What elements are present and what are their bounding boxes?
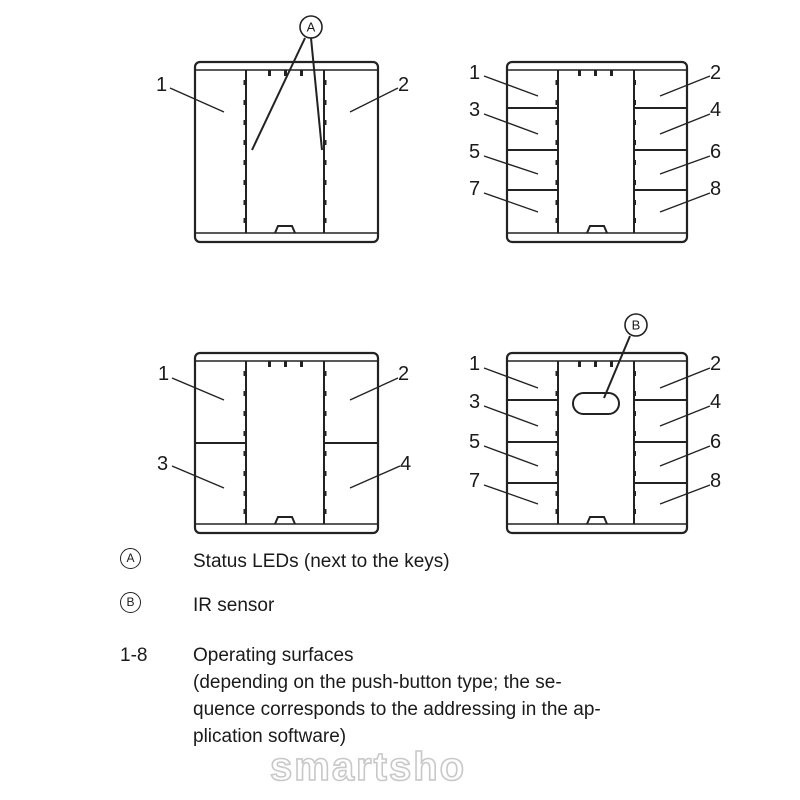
surface-label: 6 — [710, 431, 721, 453]
surface-label: 1 — [158, 363, 169, 385]
legend: A Status LEDs (next to the keys) B IR se… — [0, 540, 800, 760]
push-button-diagram: A 1 2 1 2 — [156, 15, 721, 535]
surface-label: 3 — [157, 453, 168, 475]
surface-label: 7 — [469, 470, 480, 492]
panel-3: 1 2 3 4 — [157, 351, 411, 535]
surface-label: 2 — [398, 74, 409, 96]
surface-label: 8 — [710, 470, 721, 492]
surface-label: 2 — [710, 62, 721, 84]
surface-label: 1 — [469, 353, 480, 375]
surface-label: 4 — [710, 99, 721, 121]
panel-1: A 1 2 — [156, 15, 409, 244]
status-led-column-right — [323, 80, 327, 223]
surface-label: 1 — [156, 74, 167, 96]
status-led-column-left — [243, 371, 247, 514]
watermark-logo: smartsho — [269, 744, 467, 790]
legend-surfaces-title: Operating surfaces — [193, 645, 354, 666]
surface-label: 3 — [469, 99, 480, 121]
callout-a: A — [251, 15, 323, 151]
legend-note-line-1: (depending on the push-button type; the … — [193, 672, 562, 693]
surface-label: 6 — [710, 141, 721, 163]
legend-key-a: A — [120, 548, 141, 569]
panel-2: 1 2 3 4 5 6 7 8 — [469, 60, 721, 244]
status-led-column-right — [323, 371, 327, 514]
legend-text-b: IR sensor — [193, 595, 275, 616]
mounting-clip — [274, 516, 296, 525]
surface-label: 3 — [469, 391, 480, 413]
callout-a-letter: A — [307, 20, 316, 35]
legend-note-line-3: plication software) — [193, 726, 347, 747]
callout-b-letter: B — [632, 318, 641, 333]
mounting-clip — [274, 225, 296, 234]
surface-label: 2 — [710, 353, 721, 375]
ir-sensor-window — [572, 392, 620, 415]
legend-note-line-2: quence corresponds to the addressing in … — [193, 699, 601, 720]
surface-label: 5 — [469, 141, 480, 163]
surface-label: 2 — [398, 363, 409, 385]
surface-label: 8 — [710, 178, 721, 200]
status-led-column-right — [633, 80, 636, 223]
status-led-column-left — [555, 80, 559, 223]
surface-label: 4 — [710, 391, 721, 413]
status-led-column-left — [555, 371, 559, 514]
surface-label: 4 — [400, 453, 411, 475]
legend-text-a: Status LEDs (next to the keys) — [193, 551, 450, 572]
legend-key-surfaces: 1-8 — [120, 645, 148, 666]
surface-label: 1 — [469, 62, 480, 84]
mounting-clip — [586, 225, 608, 234]
callout-b: B — [603, 313, 648, 399]
surface-label: 7 — [469, 178, 480, 200]
panel-4: B 1 2 3 4 5 6 7 8 — [469, 313, 721, 535]
legend-key-b: B — [120, 592, 141, 613]
mounting-clip — [586, 516, 608, 525]
surface-label: 5 — [469, 431, 480, 453]
status-led-column-left — [243, 80, 247, 223]
status-led-column-right — [633, 371, 636, 514]
legend-text-surfaces: Operating surfaces (depending on the pus… — [193, 642, 753, 750]
